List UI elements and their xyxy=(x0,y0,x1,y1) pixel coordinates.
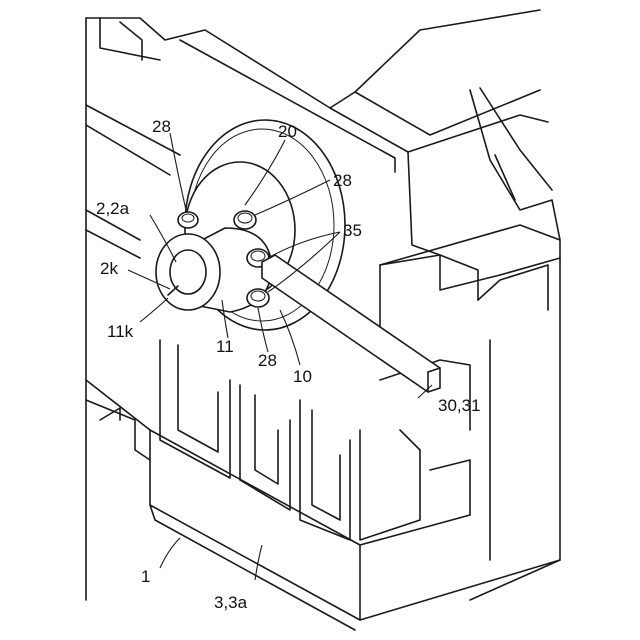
label-11: 11 xyxy=(216,337,234,356)
base-body xyxy=(86,380,560,630)
bolt-top-right xyxy=(234,211,256,229)
label-3-3a: 3,3a xyxy=(214,593,248,612)
label-28-bottom: 28 xyxy=(258,351,277,370)
label-30-31: 30,31 xyxy=(438,396,481,415)
label-20: 20 xyxy=(278,122,297,141)
label-2-2a: 2,2a xyxy=(96,199,130,218)
label-28-right: 28 xyxy=(333,171,352,190)
label-1: 1 xyxy=(141,567,150,586)
right-block xyxy=(380,88,560,600)
bolt-top-left xyxy=(178,212,198,228)
label-2k: 2k xyxy=(100,259,118,278)
label-11k: 11k xyxy=(107,322,134,341)
label-10: 10 xyxy=(293,367,312,386)
label-35: 35 xyxy=(343,221,362,240)
bolt-bottom-right xyxy=(247,289,269,307)
label-28-top: 28 xyxy=(152,117,171,136)
